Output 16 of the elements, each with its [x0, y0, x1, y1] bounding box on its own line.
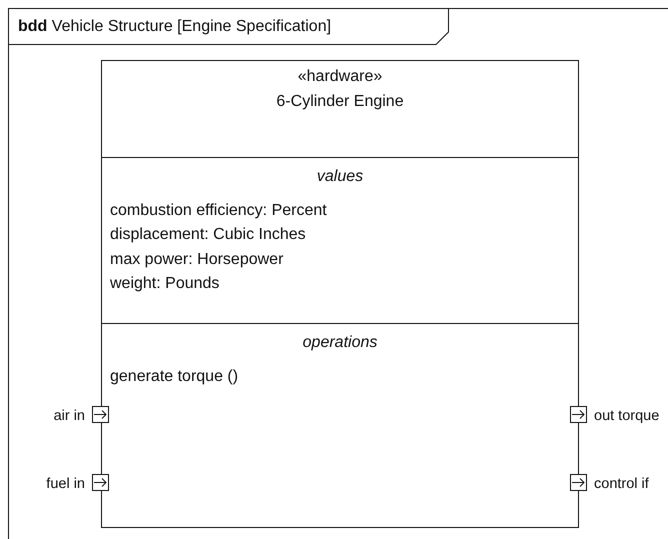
compartment-entry: displacement: Cubic Inches [110, 225, 306, 245]
compartment-heading: values [316, 167, 364, 187]
stereotype-label: «hardware» [296, 67, 384, 87]
diagram-frame [8, 8, 668, 539]
compartment-entry: combustion efficiency: Percent [110, 200, 327, 220]
compartment-entry: max power: Horsepower [110, 250, 284, 270]
port-label: air in [54, 407, 85, 426]
port-label: control if [594, 475, 649, 494]
frame-heading: bdd Vehicle Structure [Engine Specification] [18, 17, 332, 37]
compartment-entry: generate torque () [110, 366, 238, 386]
compartment [101, 323, 579, 386]
compartment-entry: weight: Pounds [110, 274, 220, 294]
compartment-heading: operations [302, 333, 378, 353]
port-label: fuel in [46, 475, 85, 494]
port-label: out torque [594, 407, 660, 426]
block-name: 6-Cylinder Engine [275, 92, 405, 112]
